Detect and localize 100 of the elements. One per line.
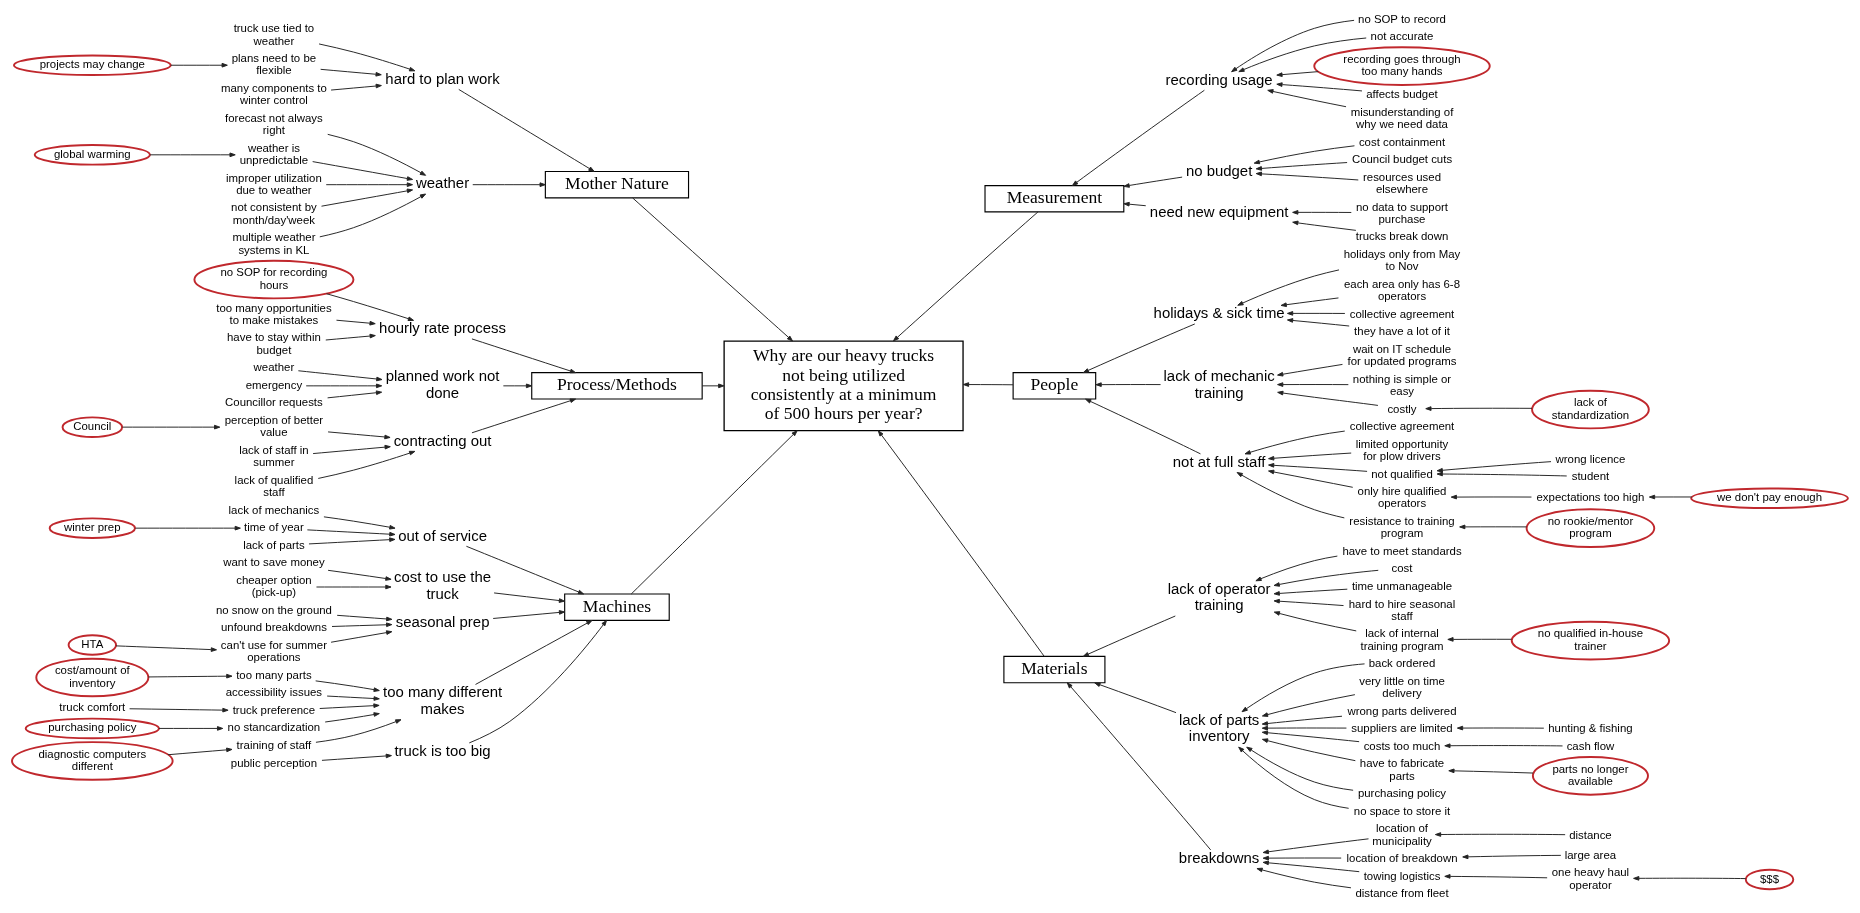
node-text: have to fabricate parts	[1359, 756, 1445, 782]
node-text: nothing is simple or easy	[1352, 372, 1452, 397]
arrow	[877, 429, 1045, 657]
node-ellipse: we don't pay enough	[1690, 487, 1849, 509]
arrow	[1256, 867, 1352, 888]
node-text: not consistent by month/day'week	[231, 200, 317, 226]
arrow	[1246, 746, 1354, 791]
arrow	[1261, 737, 1356, 761]
arrow	[327, 569, 392, 581]
arrow	[1261, 725, 1347, 730]
node-text: accessibility issues	[225, 685, 323, 698]
node-text: perception of better value	[224, 413, 324, 438]
node-text: purchasing policy	[1357, 786, 1447, 799]
node-text: very little on time delivery	[1359, 674, 1445, 699]
arrow	[493, 591, 566, 603]
node-text: suppliers are limited	[1351, 721, 1453, 734]
arrow	[321, 753, 392, 761]
node-text: Council budget cuts	[1351, 152, 1453, 165]
arrow	[323, 515, 396, 530]
arrow	[308, 536, 396, 544]
node-box: Mother Nature	[544, 170, 690, 198]
arrow	[458, 88, 595, 172]
arrow	[1273, 598, 1344, 606]
arrow	[630, 429, 798, 594]
arrow	[1459, 524, 1528, 529]
arrow	[471, 337, 577, 373]
arrow	[1255, 171, 1359, 180]
arrow	[1448, 768, 1534, 774]
arrow	[331, 621, 393, 627]
arrow	[1286, 317, 1350, 326]
node-text: public perception	[230, 756, 318, 769]
node-text: planned work not done	[385, 366, 500, 401]
node-text: wait on IT schedule for updated programs	[1347, 342, 1457, 367]
arrow	[312, 444, 391, 454]
arrow	[1434, 831, 1566, 837]
node-text: too many parts	[236, 668, 312, 681]
node-text: lack of staff in summer	[239, 443, 309, 468]
node-text: costs too much	[1363, 739, 1441, 752]
node-ellipse: $$$	[1744, 868, 1795, 890]
node-text: large area	[1564, 848, 1617, 861]
arrow	[502, 383, 533, 388]
arrow	[1253, 144, 1355, 164]
arrow	[1436, 471, 1568, 476]
node-box: Measurement	[984, 184, 1125, 212]
node-box: Materials	[1003, 655, 1106, 683]
node-text: truck is too big	[394, 741, 491, 759]
node-text: affects budget	[1366, 87, 1438, 100]
arrow	[330, 629, 393, 643]
node-text: distance from fleet	[1355, 886, 1449, 899]
arrow	[1462, 854, 1562, 859]
node-ellipse: no rookie/mentor program	[1525, 507, 1656, 548]
arrow	[1082, 322, 1196, 373]
node-text: misunderstanding of why we need data	[1350, 105, 1454, 130]
arrow	[1085, 398, 1201, 454]
arrow	[1273, 569, 1379, 587]
node-ellipse: global warming	[33, 143, 151, 166]
arrow	[336, 319, 376, 326]
arrow	[134, 525, 241, 530]
arrow	[1095, 381, 1162, 387]
arrow	[1123, 201, 1147, 207]
arrow	[1444, 873, 1548, 879]
node-ellipse: parts no longer available	[1531, 755, 1649, 796]
arrow	[632, 196, 793, 341]
arrow	[472, 181, 546, 187]
node-text: cost to use the truck	[394, 567, 492, 602]
arrow	[1071, 89, 1205, 186]
node-text: no budget	[1185, 161, 1253, 179]
arrow	[1425, 405, 1533, 411]
node-ellipse: recording goes through too many hands	[1313, 45, 1491, 86]
arrow	[1456, 725, 1545, 730]
node-text: one heavy haul operator	[1551, 865, 1630, 891]
node-box: Machines	[564, 592, 670, 621]
arrow	[1255, 161, 1348, 171]
node-text: costly	[1387, 402, 1417, 415]
node-text: have to meet standards	[1342, 544, 1462, 557]
arrow	[1277, 363, 1343, 377]
node-text: cash flow	[1566, 739, 1615, 752]
arrow	[1648, 494, 1693, 499]
node-text: can't use for summer operations	[220, 638, 327, 663]
arrow	[1244, 430, 1346, 455]
arrow	[475, 619, 593, 685]
node-text: lack of parts inventory	[1178, 710, 1260, 744]
node-ellipse: purchasing policy	[24, 717, 160, 739]
arrow	[1238, 746, 1350, 809]
arrow	[115, 644, 217, 652]
arrow	[1238, 37, 1367, 72]
node-text: cheaper option (pick-up)	[236, 573, 312, 598]
arrow	[1262, 837, 1369, 854]
node-text: not at full staff	[1172, 452, 1266, 470]
arrow	[330, 83, 382, 91]
arrow	[1241, 662, 1366, 712]
node-text: resistance to training program	[1349, 514, 1455, 539]
node-text: no space to store it	[1353, 804, 1451, 817]
arrow	[1286, 310, 1346, 316]
arrow	[324, 711, 380, 722]
node-text: contracting out	[393, 431, 492, 449]
node-text: holidays & sick time	[1153, 303, 1285, 321]
node-text: cost containment	[1358, 135, 1446, 148]
node-text: lack of qualified staff	[234, 473, 314, 498]
node-text: training of staff	[236, 738, 312, 751]
